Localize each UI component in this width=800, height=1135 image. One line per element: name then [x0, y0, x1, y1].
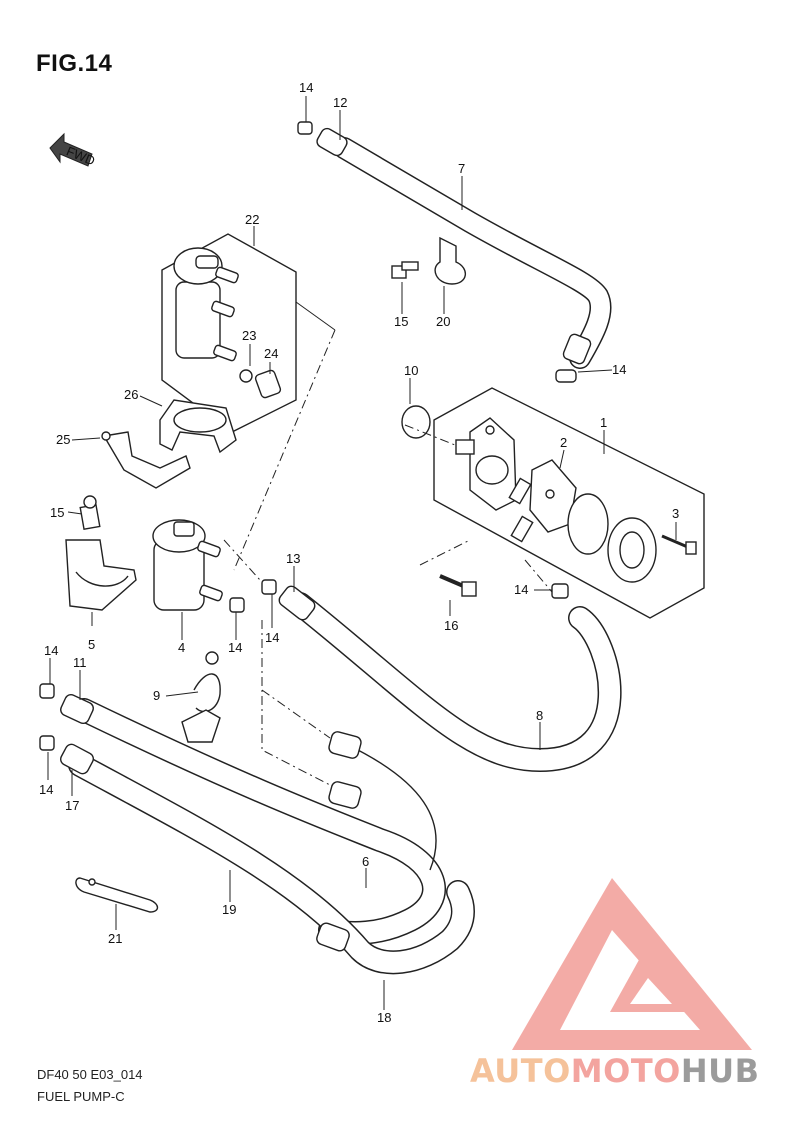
centerline-b — [223, 539, 261, 581]
callout-9: 9 — [153, 688, 160, 703]
pump-assembly-box — [433, 387, 705, 619]
callout-14: 14 — [612, 362, 626, 377]
centerline-a — [233, 329, 336, 571]
callout-14: 14 — [514, 582, 528, 597]
hose-8 — [278, 585, 622, 773]
hose-7 — [316, 127, 612, 369]
filter-kit-box-leader — [295, 301, 336, 331]
callout-4: 4 — [178, 640, 185, 655]
callout-3: 3 — [672, 506, 679, 521]
gasket-plate — [567, 493, 657, 583]
callout-14: 14 — [299, 80, 313, 95]
watermark-hub: HUB — [680, 1052, 760, 1090]
o-ring-10 — [401, 405, 431, 439]
callout-1: 1 — [600, 415, 607, 430]
callout-14: 14 — [265, 630, 279, 645]
callout-12: 12 — [333, 95, 347, 110]
callout-8: 8 — [536, 708, 543, 723]
callout-6: 6 — [362, 854, 369, 869]
watermark-moto: MOTO — [570, 1052, 681, 1090]
figure-code: DF40 50 E03_014 — [37, 1067, 143, 1082]
callout-7: 7 — [458, 161, 465, 176]
callout-24: 24 — [264, 346, 278, 361]
clip-9 — [181, 651, 221, 743]
callout-20: 20 — [436, 314, 450, 329]
callout-13: 13 — [286, 551, 300, 566]
leader-lines — [47, 96, 677, 1010]
clamp-14-left-a — [39, 683, 55, 699]
bracket-5 — [65, 495, 137, 611]
callout-16: 16 — [444, 618, 458, 633]
screw-3 — [661, 534, 697, 555]
callout-10: 10 — [404, 363, 418, 378]
band-21 — [75, 877, 159, 913]
watermark-logo — [512, 878, 752, 1050]
callout-21: 21 — [108, 931, 122, 946]
clamp-14-mid-b — [229, 597, 245, 613]
callout-2: 2 — [560, 435, 567, 450]
figure-title: FIG.14 — [36, 50, 113, 77]
clamp-14-pump-bottom — [551, 583, 569, 599]
callout-14: 14 — [44, 643, 58, 658]
callout-15: 15 — [50, 505, 64, 520]
clamp-14-mid-a — [261, 579, 277, 595]
fwd-arrow-icon: FWD — [49, 132, 97, 168]
hose-6 — [60, 693, 446, 945]
clamp-14-pump-top — [555, 369, 577, 383]
callout-11: 11 — [73, 655, 87, 670]
callout-15: 15 — [394, 314, 408, 329]
fuel-pump-1 — [455, 417, 532, 511]
watermark-text: AUTOMOTOHUB — [470, 1052, 760, 1090]
callout-numbers: 14 12 7 22 15 20 23 24 10 14 1 2 3 26 25… — [39, 80, 679, 1025]
centerline-e — [404, 424, 456, 446]
callout-25: 25 — [56, 432, 70, 447]
callout-22: 22 — [245, 212, 259, 227]
bracket-25 — [101, 399, 237, 489]
figure-name: FUEL PUMP-C — [37, 1089, 125, 1104]
fwd-label: FWD — [64, 143, 97, 168]
hose-19 — [60, 743, 475, 975]
bolt-15 — [391, 261, 419, 279]
centerline-f — [419, 539, 471, 566]
clamp-20 — [434, 236, 466, 285]
clamp-14-left-b — [39, 735, 55, 751]
centerline-d — [261, 689, 331, 739]
watermark-auto: AUTO — [470, 1052, 571, 1090]
callout-18: 18 — [377, 1010, 391, 1025]
callout-23: 23 — [242, 328, 256, 343]
callout-26: 26 — [124, 387, 138, 402]
callout-14: 14 — [39, 782, 53, 797]
callout-19: 19 — [222, 902, 236, 917]
fuel-filter-4 — [152, 519, 223, 611]
centerline-g — [524, 559, 553, 593]
filter-kit-box — [161, 233, 297, 433]
callout-5: 5 — [88, 637, 95, 652]
callout-14: 14 — [228, 640, 242, 655]
centerline-c — [261, 620, 331, 786]
fuel-filter-22 — [173, 247, 282, 399]
clamp-14-top — [297, 121, 313, 135]
bolt-16 — [439, 574, 477, 597]
callout-17: 17 — [65, 798, 79, 813]
